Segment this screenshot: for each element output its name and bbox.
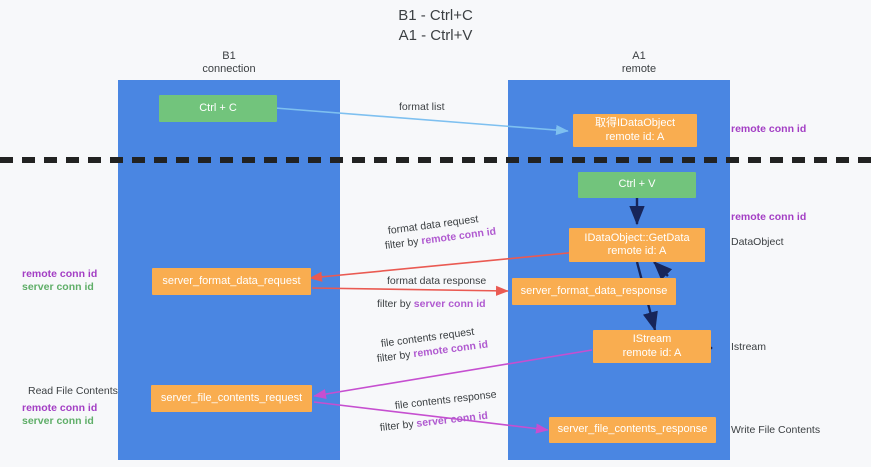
box-getdata-line2: remote id: A <box>607 245 667 257</box>
section-divider <box>0 157 871 163</box>
right-dataobject: DataObject <box>731 236 784 248</box>
box-istream-line2: remote id: A <box>622 346 682 359</box>
column-header-b1: B1 connection <box>202 50 256 75</box>
arrow-label-format-list: format list <box>399 101 445 113</box>
box-server-format-data-response[interactable]: server_format_data_response <box>512 278 676 305</box>
box-getdata-line1: IDataObject::GetData <box>584 231 690 244</box>
arrow-file-contents-response <box>313 401 549 434</box>
box-ctrl-c[interactable]: Ctrl + C <box>159 95 277 122</box>
box-server-file-contents-request[interactable]: server_file_contents_request <box>151 385 312 412</box>
right-remote-conn-id-top: remote conn id <box>731 123 807 135</box>
left-annotation-read-file-contents: Read File Contents <box>28 385 118 397</box>
box-ctrl-v-label: Ctrl + V <box>618 178 656 191</box>
box-istream[interactable]: IStream remote id: A <box>593 330 711 363</box>
page-title: B1 - Ctrl+C A1 - Ctrl+V <box>398 7 473 44</box>
arrow-label-format-data-response-filter: filter by server conn id <box>377 298 486 311</box>
box-getdata[interactable]: IDataObject::GetData remote id: A <box>569 228 705 262</box>
box-ctrl-v[interactable]: Ctrl + V <box>578 172 696 198</box>
arrow-label-format-data-response: format data response <box>387 275 487 287</box>
arrow-file-contents-request <box>313 349 593 400</box>
left-remote-conn-id: remote conn id <box>22 268 98 280</box>
left-remote-conn-id-2: remote conn id <box>22 402 98 414</box>
box-idataobject[interactable]: 取得IDataObject remote id: A <box>573 114 697 147</box>
box-server-file-contents-response[interactable]: server_file_contents_response <box>549 417 716 443</box>
left-server-conn-id-2: server conn id <box>22 415 94 427</box>
box-server-format-data-request-label: server_format_data_request <box>162 274 301 287</box>
box-idataobject-line2: remote id: A <box>605 130 665 143</box>
box-ctrl-c-label: Ctrl + C <box>199 101 237 114</box>
right-remote-conn-id-mid: remote conn id <box>731 211 807 223</box>
box-server-format-data-request[interactable]: server_format_data_request <box>152 268 311 295</box>
arrow-format-data-response <box>311 285 509 296</box>
box-idataobject-line1: 取得IDataObject <box>594 117 676 129</box>
left-server-conn-id: server conn id <box>22 281 94 293</box>
filter-prefix: filter by <box>377 298 414 310</box>
filter-key-server-conn-id: server conn id <box>413 298 486 310</box>
box-server-file-contents-response-label: server_file_contents_response <box>557 423 708 436</box>
box-server-format-data-response-label: server_format_data_response <box>520 284 668 297</box>
arrow-format-response-to-getdata <box>653 261 673 281</box>
left-annotation-ids-file: remote conn id server conn id <box>22 402 97 428</box>
right-write-file-contents: Write File Contents <box>731 424 821 436</box>
arrow-format-data-request <box>309 251 579 282</box>
left-annotation-ids-format: remote conn id server conn id <box>22 268 97 294</box>
box-istream-line1: IStream <box>632 333 672 345</box>
arrow-format-list <box>274 107 569 136</box>
right-istream: Istream <box>731 341 767 353</box>
box-server-file-contents-request-label: server_file_contents_request <box>160 391 303 404</box>
column-header-a1: A1 remote <box>621 50 657 75</box>
